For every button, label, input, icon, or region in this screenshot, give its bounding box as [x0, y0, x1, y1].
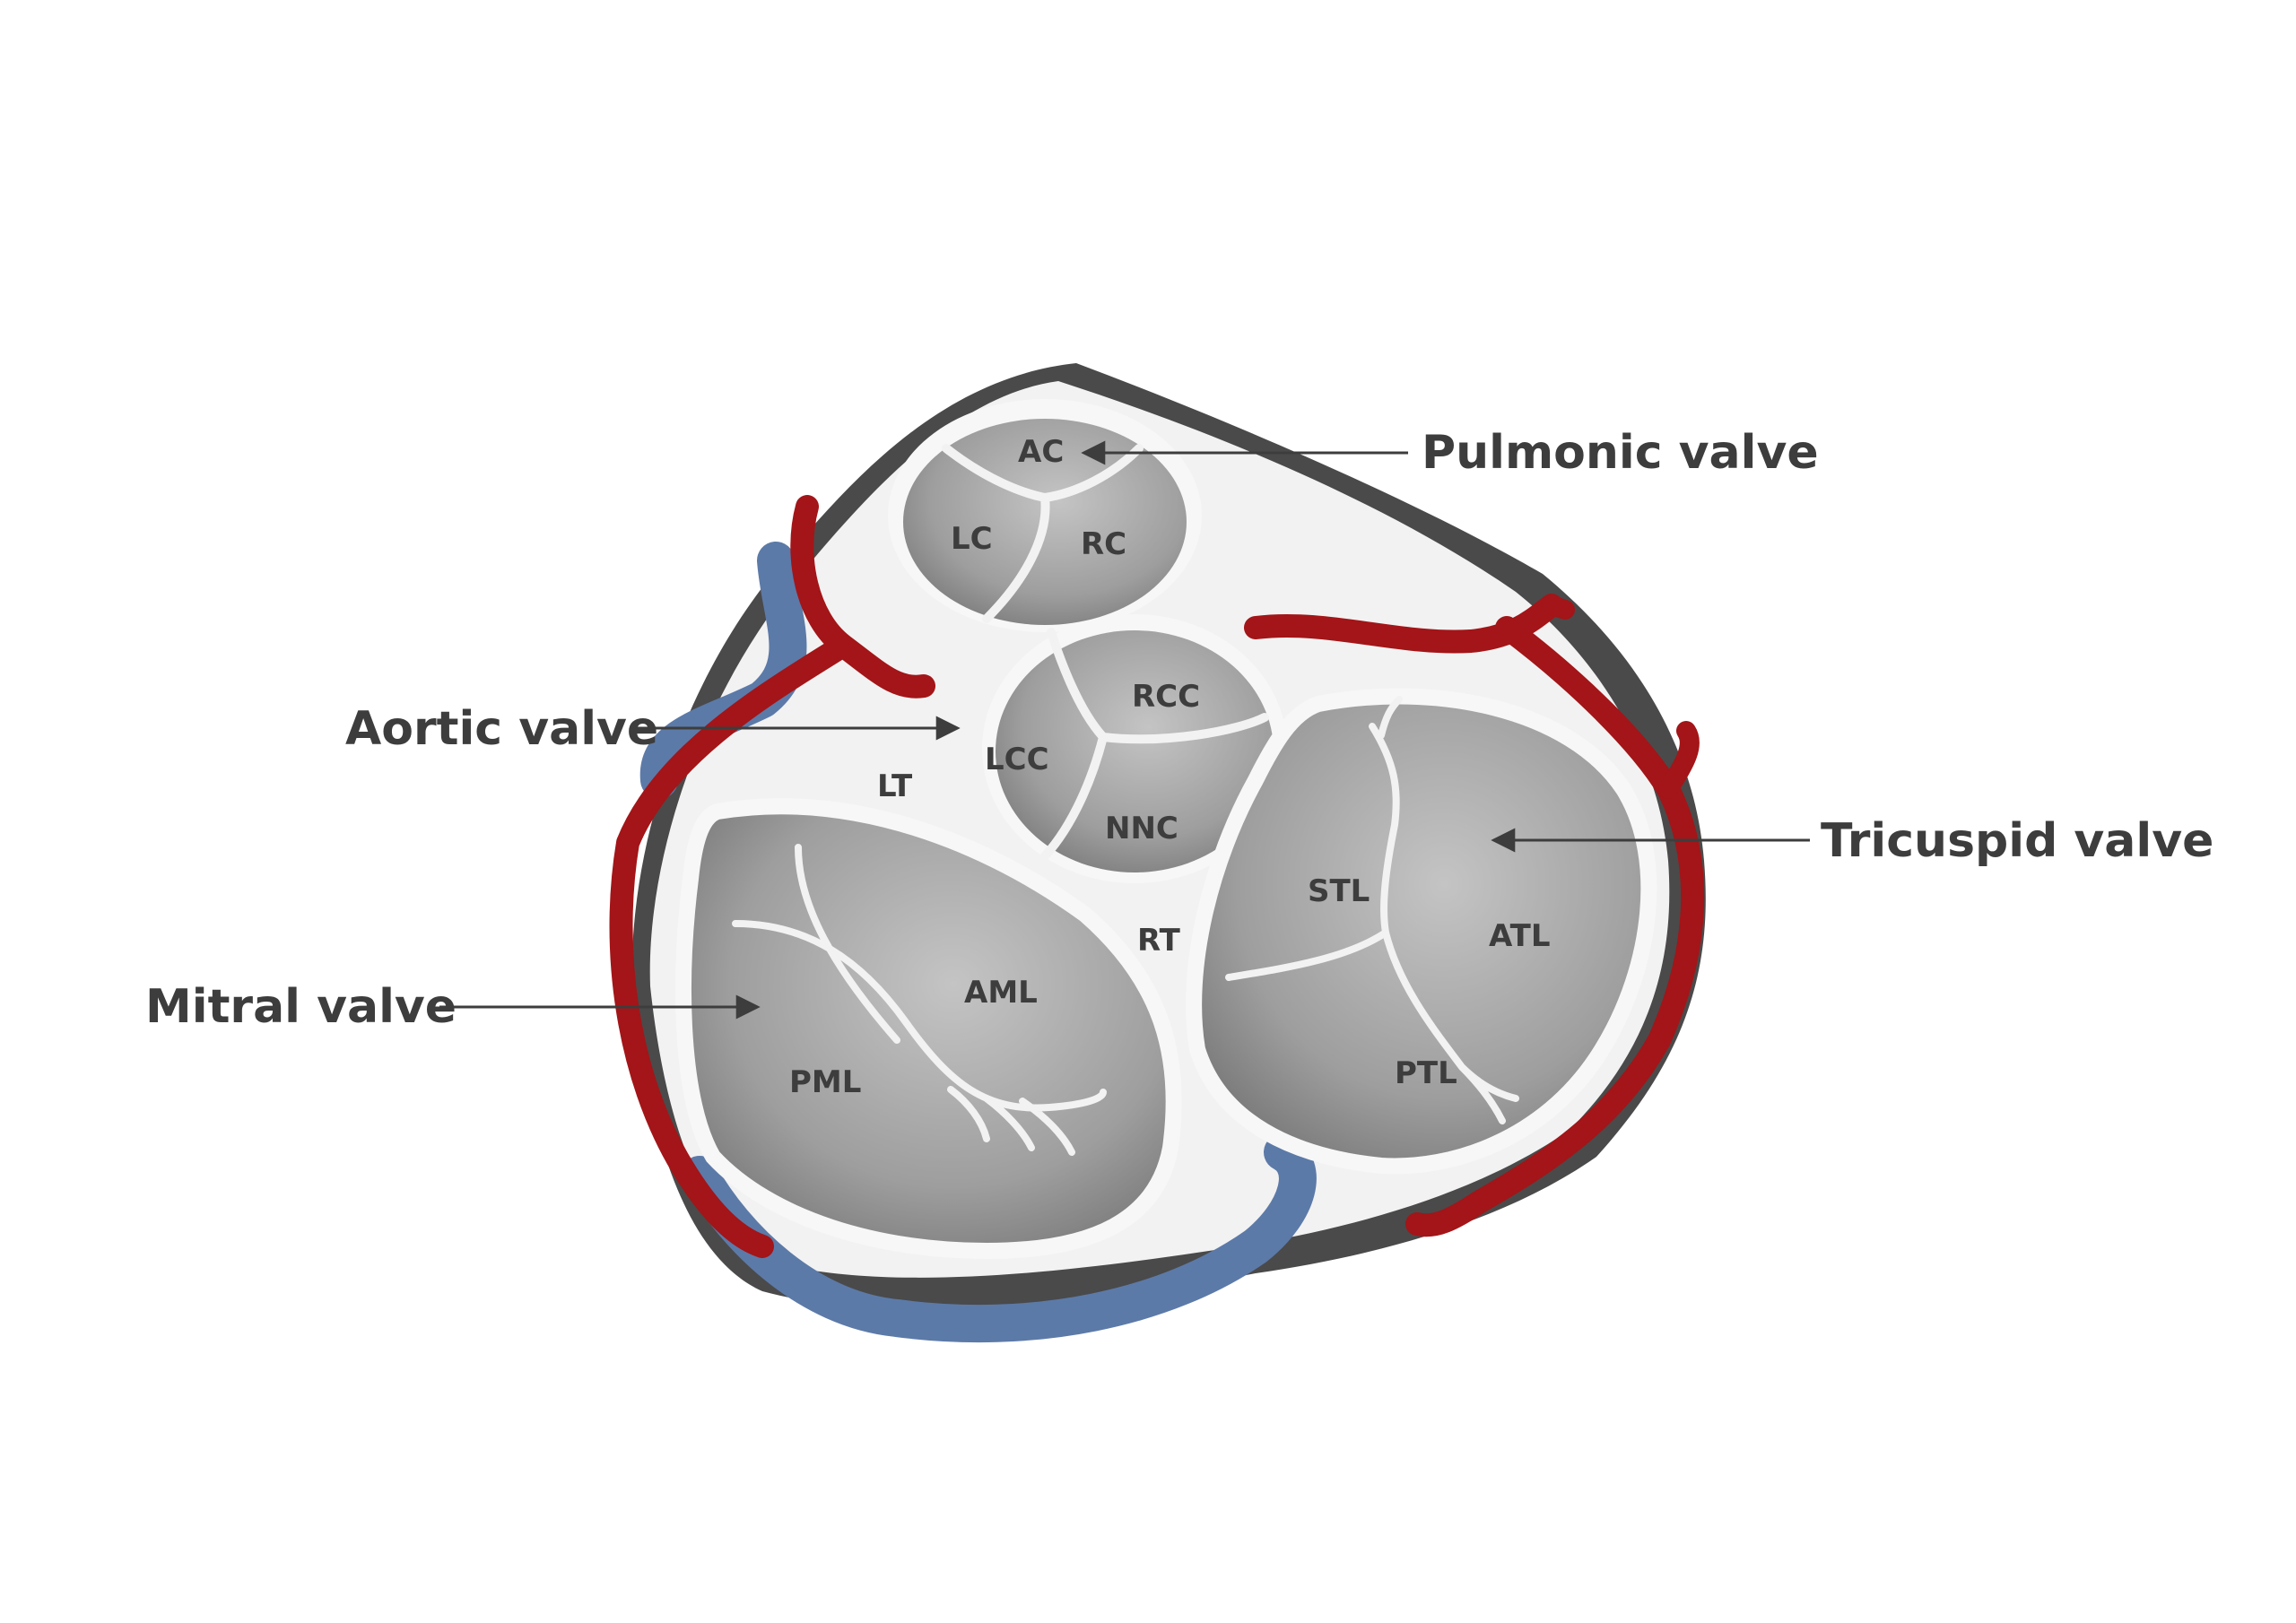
leaflet-label-ac: AC: [1018, 434, 1064, 470]
leaflet-label-lc: LC: [951, 521, 993, 557]
leaflet-label-rcc: RCC: [1132, 679, 1200, 715]
mitral-valve-label: Mitral valve: [145, 980, 457, 1034]
leaflet-label-pml: PML: [789, 1064, 861, 1100]
right-coronary-artery: [1244, 594, 1705, 1237]
aortic-valve: [982, 614, 1287, 883]
aortic-valve-label: Aortic valve: [345, 702, 658, 756]
leaflet-label-ptl: PTL: [1395, 1055, 1457, 1091]
pulmonic-valve: [888, 399, 1202, 632]
tricuspid-valve: [1186, 688, 1657, 1175]
leaflet-label-aml: AML: [964, 975, 1038, 1011]
leaflet-label-lt: LT: [877, 768, 913, 804]
leaflet-label-stl: STL: [1308, 873, 1370, 909]
leaflet-label-rc: RC: [1081, 526, 1126, 562]
mitral-valve: [675, 798, 1182, 1260]
left-coronary-artery: [609, 495, 935, 1258]
artery-stub-top-right: [1542, 595, 1700, 799]
leaflet-label-atl: ATL: [1489, 918, 1551, 954]
tricuspid-valve-label: Tricuspid valve: [1821, 814, 2213, 868]
pulmonic-valve-label: Pulmonic valve: [1422, 426, 1819, 480]
leaflet-label-lcc: LCC: [985, 742, 1049, 777]
leaflet-label-nnc: NNC: [1105, 811, 1178, 846]
leaflet-label-rt: RT: [1137, 923, 1181, 959]
